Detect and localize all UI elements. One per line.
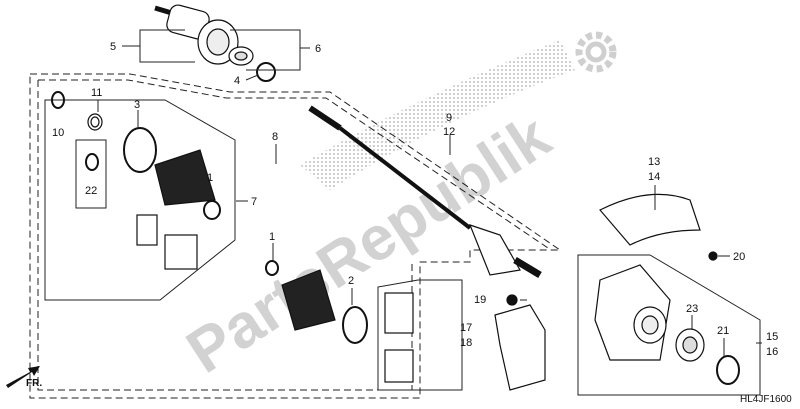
callout-17: 17 [460, 322, 472, 334]
callout-6: 6 [315, 43, 321, 55]
callout-21: 21 [717, 325, 729, 337]
boot-kit-box-right [377, 279, 463, 391]
callout-1-outer: 1 [269, 231, 275, 243]
front-direction-arrow: FR. [6, 366, 42, 389]
callout-numbers: 5 6 4 11 10 3 22 1 7 8 9 12 13 14 20 1 2… [52, 41, 778, 358]
left-parts [51, 91, 221, 270]
callout-16: 16 [766, 346, 778, 358]
callout-20: 20 [733, 251, 745, 263]
drive-shaft [308, 105, 542, 279]
callout-11: 11 [91, 87, 102, 99]
watermark: PartsRepublik [175, 31, 617, 387]
callout-3: 3 [134, 99, 140, 111]
callout-12: 12 [443, 126, 455, 138]
callout-10: 10 [52, 127, 64, 139]
diagram-code: HL4JF1600 [740, 394, 792, 405]
callout-15: 15 [766, 331, 778, 343]
arrow-icon [6, 366, 40, 388]
knuckle-box-outline [577, 254, 761, 396]
gear-icon [575, 31, 617, 73]
leader-lines [97, 29, 762, 356]
callout-14: 14 [648, 171, 660, 183]
callout-18: 18 [460, 337, 472, 349]
callout-9: 9 [446, 112, 452, 124]
callout-1-inner: 1 [207, 172, 213, 184]
callout-5: 5 [110, 41, 116, 53]
callout-7: 7 [251, 196, 257, 208]
direction-label: FR. [26, 378, 42, 389]
callout-22: 22 [85, 185, 97, 197]
outer-boot-parts [265, 260, 414, 383]
inner-joint-assembly [154, 4, 276, 82]
callout-8: 8 [272, 131, 278, 143]
boot-kit-box-left [44, 99, 236, 301]
callout-13: 13 [648, 156, 660, 168]
knuckle-assembly [494, 193, 740, 391]
callout-23: 23 [686, 303, 698, 315]
callout-19: 19 [474, 294, 486, 306]
callout-2: 2 [348, 275, 354, 287]
callout-4: 4 [234, 75, 240, 87]
